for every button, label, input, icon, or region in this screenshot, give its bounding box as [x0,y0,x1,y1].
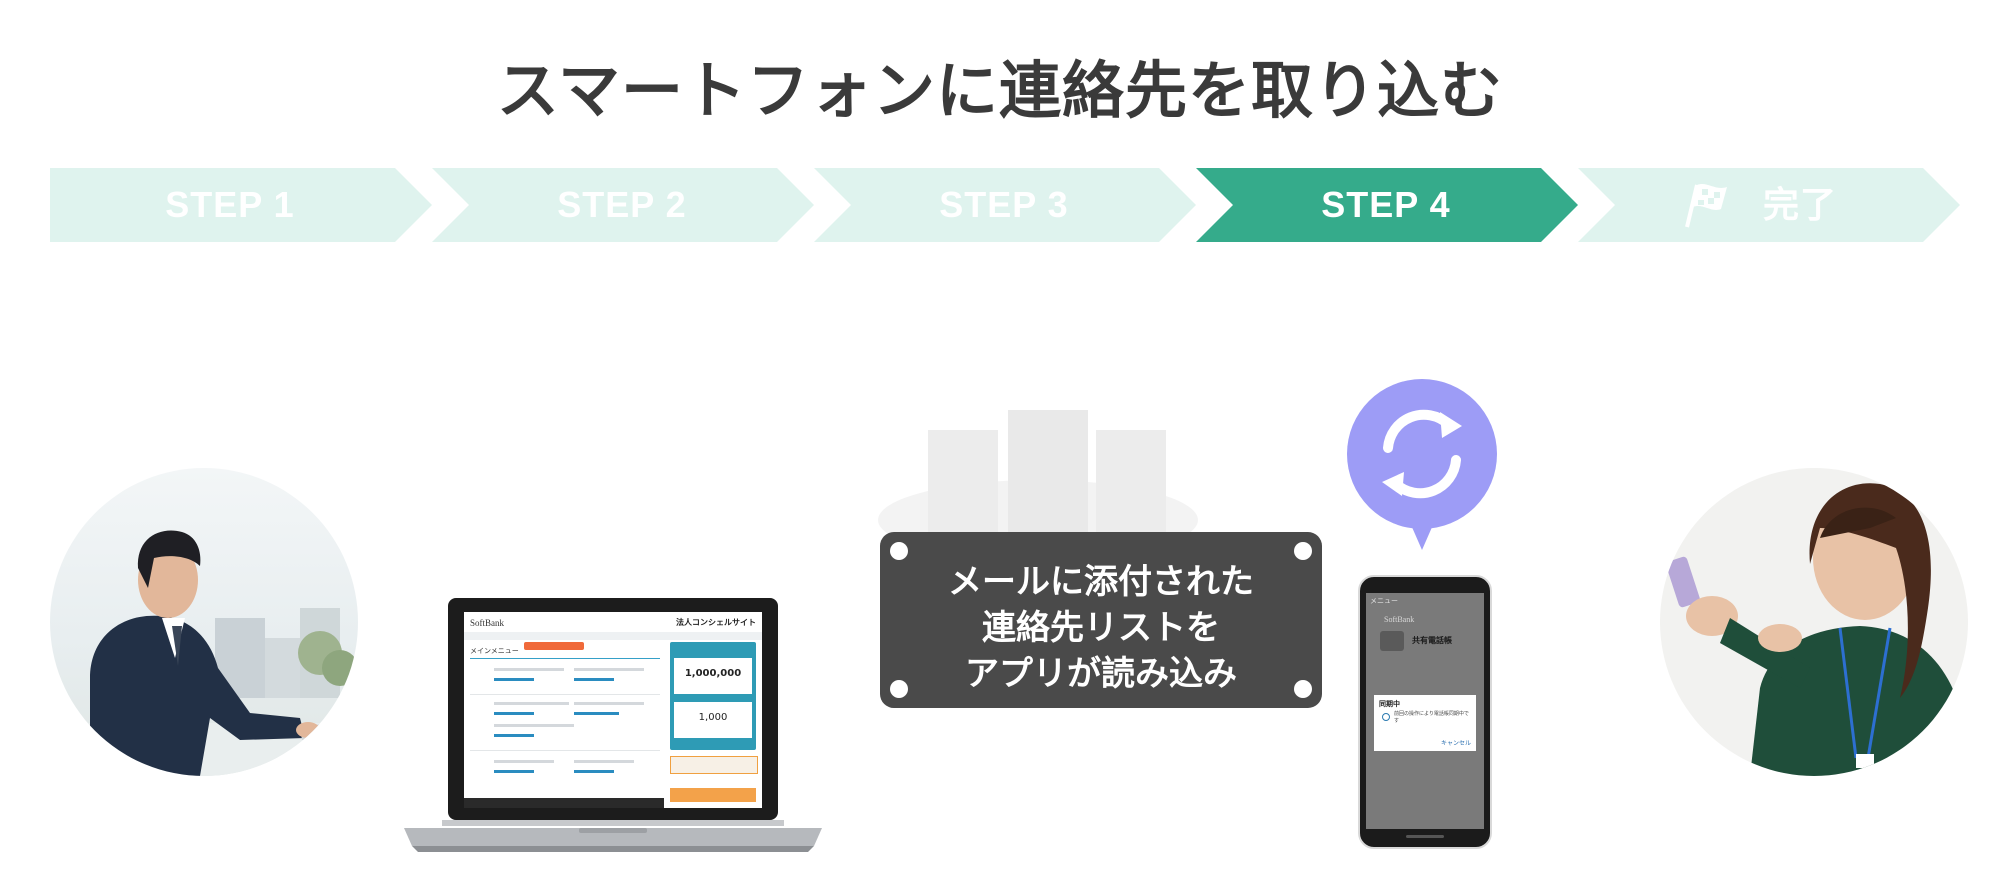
laptop-brand: SoftBank [470,618,505,628]
sync-dialog: 同期中 前回の操作により電話帳同期中です キャンセル [1374,695,1476,751]
flag-icon [1685,184,1727,228]
laptop-amount: 1,000,000 [684,668,742,679]
sync-bubble [1347,379,1497,550]
spinner-icon [1382,713,1390,721]
caption-line-3: アプリが読み込み [965,654,1237,694]
step-2-label: STEP 2 [557,184,687,225]
dialog-cancel-button[interactable]: キャンセル [1440,740,1471,747]
step-complete-label: 完了 [1762,184,1837,225]
phone-app-title: 共有電話帳 [1412,636,1452,645]
laptop-screen: SoftBank 法人コンシェルサイト メインメニュー 1,000,000 1,… [464,612,762,808]
laptop-count: 1,000 [698,712,728,723]
step-4-label: STEP 4 [1321,184,1451,225]
laptop-site-name: 法人コンシェルサイト [676,618,756,627]
caption-line-1: メールに添付された [948,562,1254,602]
rivet-top-left [890,542,908,560]
rivet-bottom-left [890,680,908,698]
woman-illustration [1666,483,1965,776]
dialog-title: 同期中 [1379,700,1400,708]
page-title: スマートフォンに連絡先を取り込む [496,54,1504,127]
smartphone: メニュー SoftBank 共有電話帳 同期中 前回の操作により電話帳同期中です… [1358,575,1492,849]
phone-menu-label: メニュー [1370,597,1398,605]
businessman-illustration [50,530,358,776]
rivet-bottom-right [1294,680,1312,698]
cloud-server-icon [878,410,1198,550]
woman-photo [1660,468,1968,776]
sync-icon [1383,409,1461,499]
step-3-label: STEP 3 [939,184,1069,225]
phone-screen: メニュー SoftBank 共有電話帳 同期中 前回の操作により電話帳同期中です… [1366,593,1484,829]
caption-line-2: 連絡先リストを [982,608,1220,648]
step-1-label: STEP 1 [165,184,295,225]
rivet-top-right [1294,542,1312,560]
caption-box: メールに添付された 連絡先リストを アプリが読み込み [880,532,1322,708]
dialog-text: 前回の操作により電話帳同期中です [1394,711,1469,724]
phone-brand: SoftBank [1384,615,1415,624]
laptop-menu-title: メインメニュー [470,647,519,655]
laptop: SoftBank 法人コンシェルサイト メインメニュー 1,000,000 1,… [404,598,822,854]
businessman-photo [50,468,358,776]
